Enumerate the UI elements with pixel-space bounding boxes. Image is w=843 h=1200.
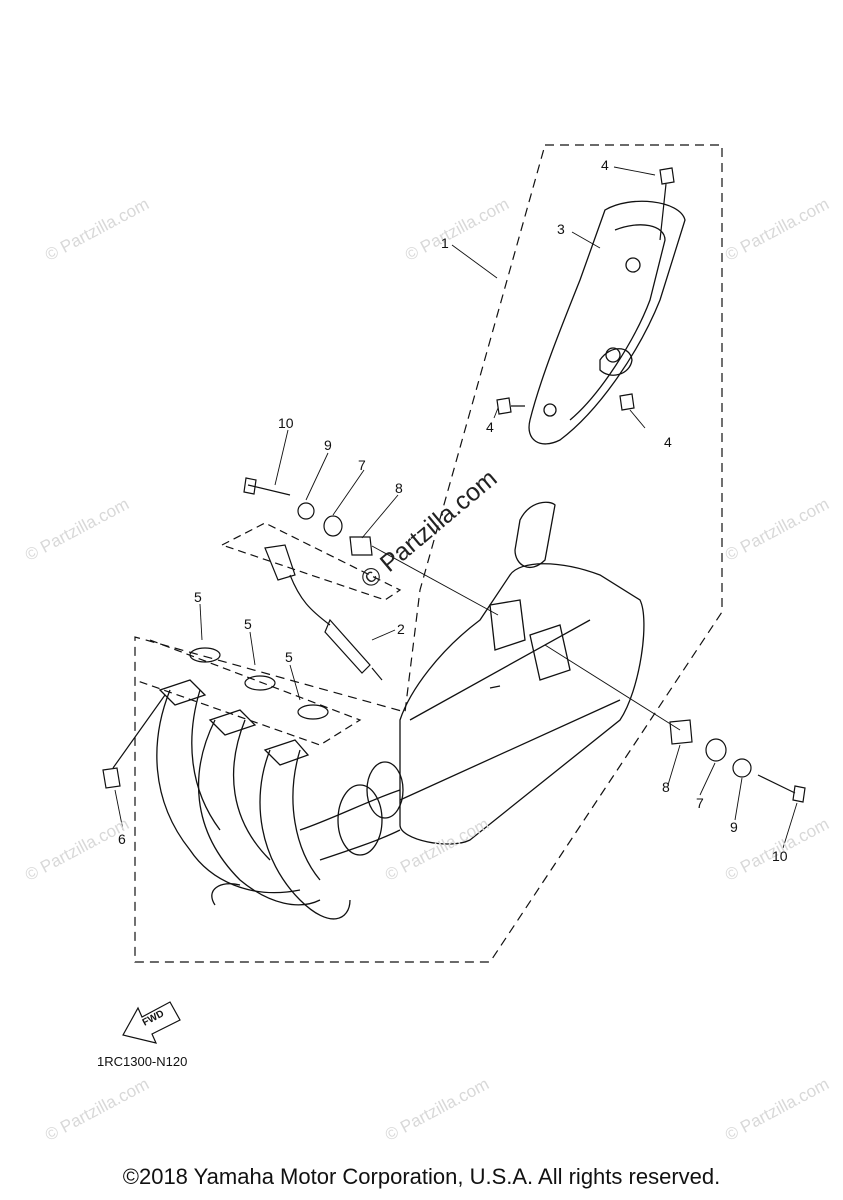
callout-3: 3 <box>557 221 565 237</box>
callout-4: 4 <box>486 419 494 435</box>
right-mount-hardware <box>544 644 806 803</box>
callout-7: 7 <box>696 795 704 811</box>
callout-10: 10 <box>278 415 294 431</box>
callout-2: 2 <box>397 621 405 637</box>
assembly-1-outline <box>134 144 723 963</box>
callout-9: 9 <box>730 819 738 835</box>
gasket-group-outline <box>134 639 362 746</box>
heat-protector <box>528 200 686 445</box>
diagram-code: 1RC1300-N120 <box>97 1054 188 1069</box>
callout-10: 10 <box>772 848 788 864</box>
bolt-4c <box>619 393 635 411</box>
o2-sensor <box>264 544 383 681</box>
exhaust-header-pipes <box>156 679 404 920</box>
nut-6 <box>102 694 166 789</box>
gasket-5a <box>189 647 221 663</box>
callout-8: 8 <box>395 480 403 496</box>
callout-4: 4 <box>664 434 672 450</box>
callout-8: 8 <box>662 779 670 795</box>
bolt-4a <box>659 167 675 241</box>
bolt-4b <box>496 397 525 415</box>
muffler <box>399 501 645 845</box>
callout-9: 9 <box>324 437 332 453</box>
callout-7: 7 <box>358 457 366 473</box>
copyright-notice: ©2018 Yamaha Motor Corporation, U.S.A. A… <box>122 1164 721 1189</box>
gasket-5b <box>244 675 276 691</box>
fwd-arrow-shape <box>122 1001 181 1044</box>
callout-1: 1 <box>441 235 449 251</box>
callout-5: 5 <box>244 616 252 632</box>
callout-5: 5 <box>194 589 202 605</box>
gasket-5c <box>297 704 329 720</box>
callout-4: 4 <box>601 157 609 173</box>
sensor-group-outline <box>220 522 402 601</box>
callout-5: 5 <box>285 649 293 665</box>
callout-6: 6 <box>118 831 126 847</box>
